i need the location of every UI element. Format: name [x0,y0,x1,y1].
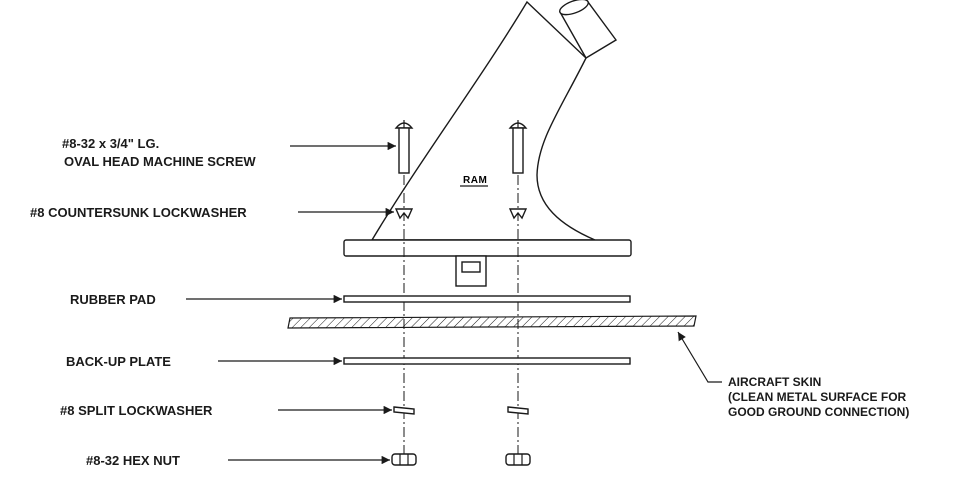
rubber-pad [343,295,631,303]
hex-nut-right [505,453,531,466]
split-lockwasher-right [507,406,529,415]
oval-head-screw-left [394,120,414,174]
leader-aircraft-skin [677,331,722,383]
aircraft-skin [287,315,697,329]
countersunk-lockwasher-right [508,208,528,220]
label-back-up-plate: BACK-UP PLATE [66,354,171,369]
label-countersunk-lockwasher: #8 COUNTERSUNK LOCKWASHER [30,205,247,220]
split-lockwasher-left [393,406,415,415]
label-hex-nut: #8-32 HEX NUT [86,453,180,468]
antenna-mount-body: RAM [343,0,632,287]
label-screw-type: OVAL HEAD MACHINE SCREW [64,154,256,169]
ram-logo: RAM [463,175,487,186]
label-skin-note-1: (CLEAN METAL SURFACE FOR [728,390,907,404]
label-skin-note-2: GOOD GROUND CONNECTION) [728,405,909,419]
label-split-lockwasher: #8 SPLIT LOCKWASHER [60,403,213,418]
back-up-plate [343,357,631,365]
label-rubber-pad: RUBBER PAD [70,292,156,307]
label-aircraft-skin: AIRCRAFT SKIN [728,375,821,389]
hex-nut-left [391,453,417,466]
oval-head-screw-right [508,120,528,174]
label-screw-size: #8-32 x 3/4" LG. [62,136,159,151]
countersunk-lockwasher-left [394,208,414,220]
